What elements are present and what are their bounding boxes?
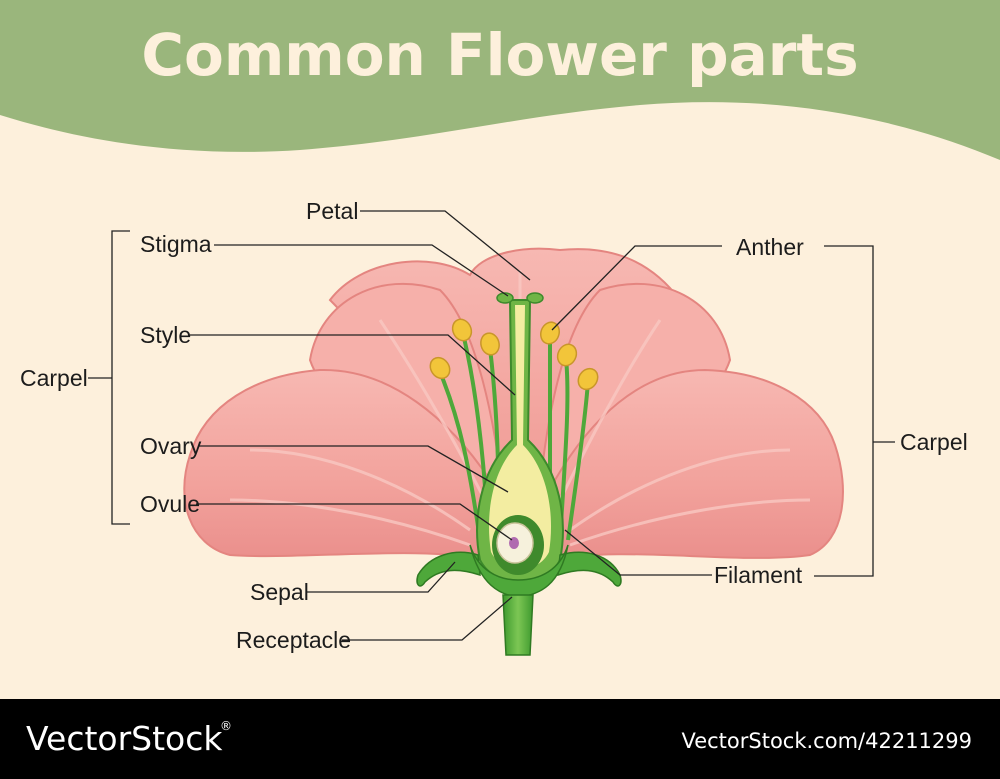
footer-brand: VectorStock [26,719,223,758]
label-carpel-right: Carpel [900,429,968,455]
footer-id: VectorStock.com/42211299 [681,729,972,753]
flower-illustration [183,247,844,656]
header-banner [0,0,1000,160]
stem [502,594,534,656]
label-ovule: Ovule [140,491,200,517]
stigma-lobe-right [526,292,544,304]
label-filament: Filament [714,562,803,588]
label-ovary: Ovary [140,433,202,459]
stigma-lobe-left [496,292,514,304]
label-anther: Anther [736,234,804,260]
label-style: Style [140,322,191,348]
label-carpel-left: Carpel [20,365,88,391]
receptacle [469,544,569,598]
footer-bar [0,699,1000,779]
leader-lines [88,210,895,641]
page-title: Common Flower parts [141,21,858,89]
label-petal: Petal [306,198,358,224]
label-sepal: Sepal [250,579,309,605]
label-receptacle: Receptacle [236,627,351,653]
label-stigma: Stigma [140,231,212,257]
style-inner [488,305,552,570]
footer-brand-mark: ® [220,719,232,733]
